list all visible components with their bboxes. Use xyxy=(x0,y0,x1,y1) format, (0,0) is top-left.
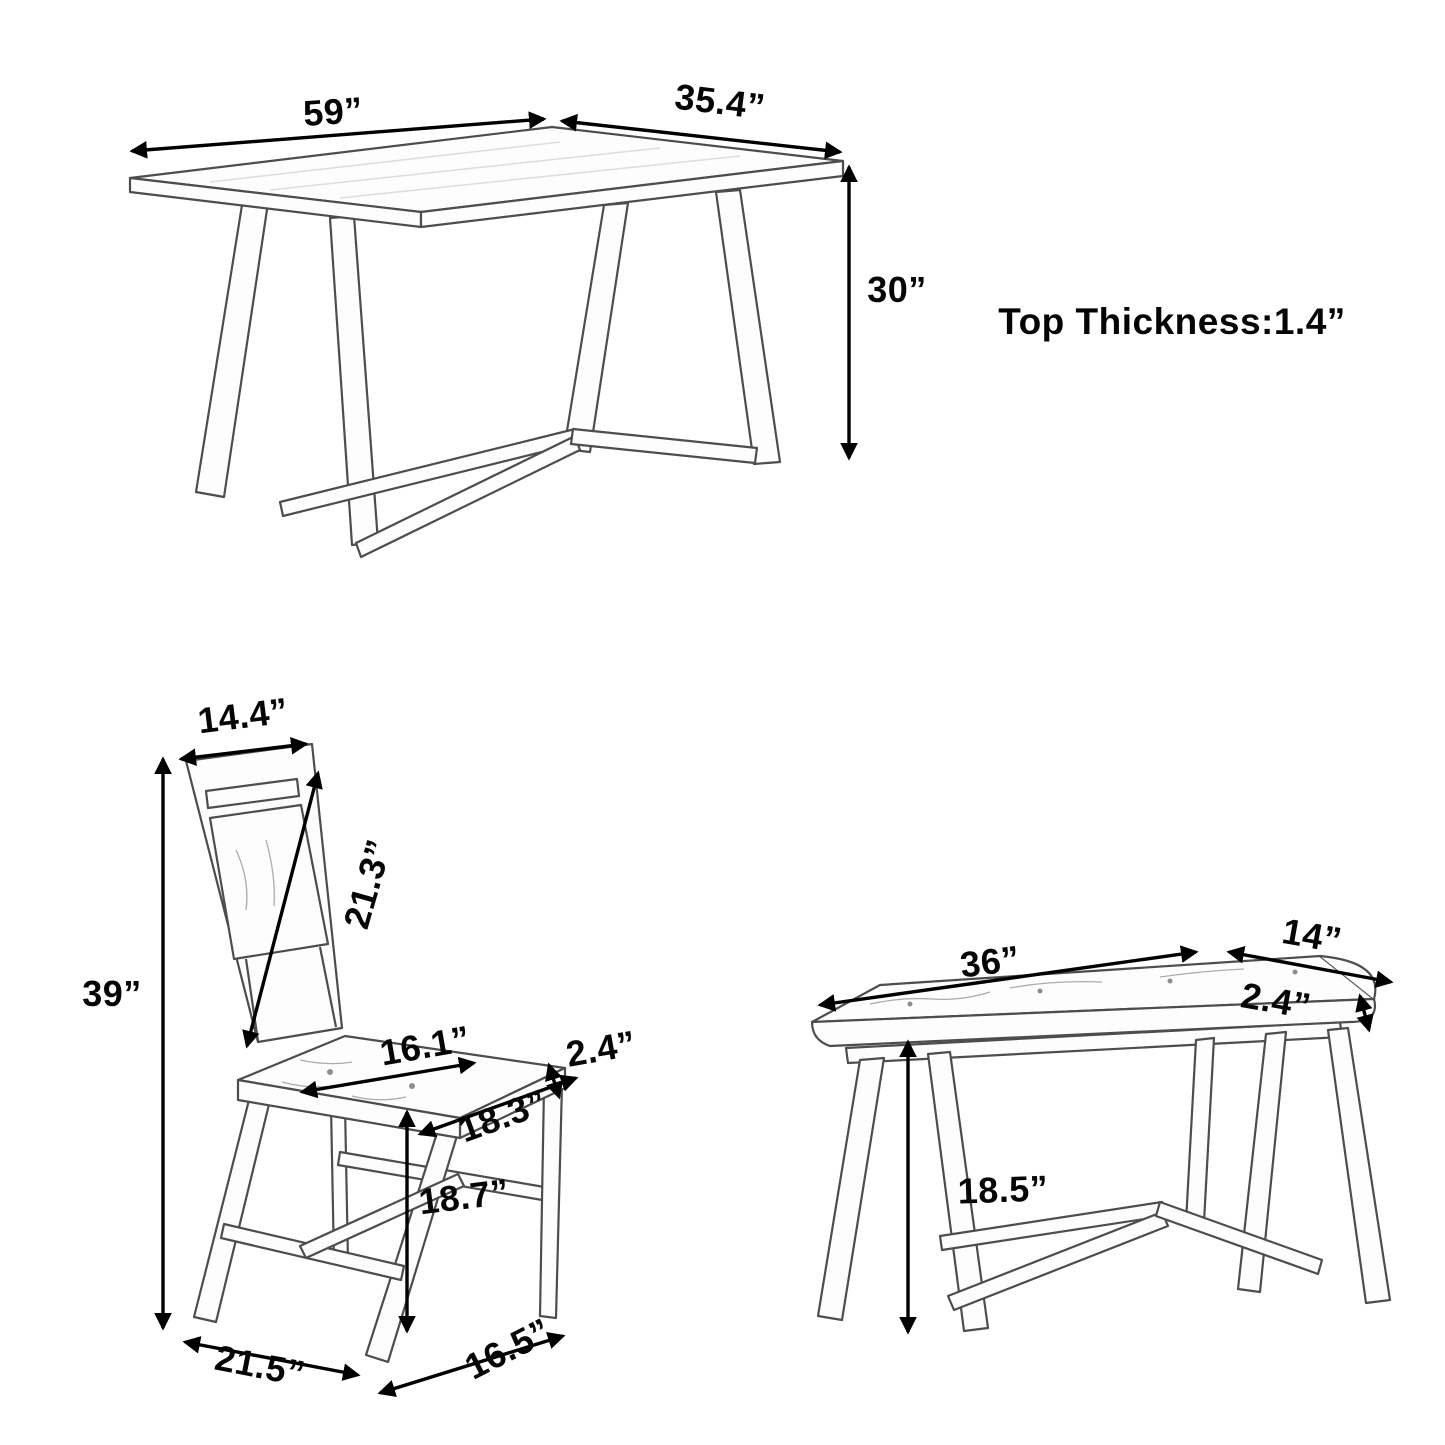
table-top-thickness-label: Top Thickness:1.4” xyxy=(998,301,1346,342)
bench-length-label: 36” xyxy=(957,937,1022,986)
bench-leg xyxy=(816,1056,886,1322)
bench-height-label: 18.5” xyxy=(957,1167,1049,1212)
table-leg xyxy=(562,201,630,454)
table-length-arrow xyxy=(129,111,547,159)
bench-leg xyxy=(1236,1030,1288,1294)
chair-base-depth-arrow xyxy=(182,1336,361,1381)
table-length-label: 59” xyxy=(301,88,365,135)
bench-stretcher xyxy=(938,1036,1324,1312)
table-leg xyxy=(714,188,782,466)
table-leg xyxy=(194,201,270,499)
chair-leg xyxy=(192,1090,274,1324)
chair-seat-width-arrow xyxy=(299,1056,477,1099)
chair-height-label: 39” xyxy=(82,973,142,1014)
bench-length-arrow xyxy=(817,945,1199,1012)
chair-seat-depth-arrow xyxy=(417,1074,579,1138)
dimension-arrows xyxy=(129,111,1394,1397)
table-stretcher xyxy=(278,427,759,559)
chair-back-height-arrow xyxy=(242,770,323,1049)
bench-depth-arrow xyxy=(1226,946,1394,988)
bench-cushion-skirt xyxy=(810,997,1377,1048)
table-depth-arrow xyxy=(559,113,843,160)
bench-leg xyxy=(1326,1026,1392,1305)
chair-back-width-arrow xyxy=(178,737,309,766)
chair-drawing xyxy=(184,742,567,1364)
chair-base-width-arrow xyxy=(377,1332,566,1397)
table-drawing xyxy=(128,125,845,559)
table-height-label: 30” xyxy=(867,269,927,310)
bench-thickness-arrow xyxy=(1355,993,1374,1033)
